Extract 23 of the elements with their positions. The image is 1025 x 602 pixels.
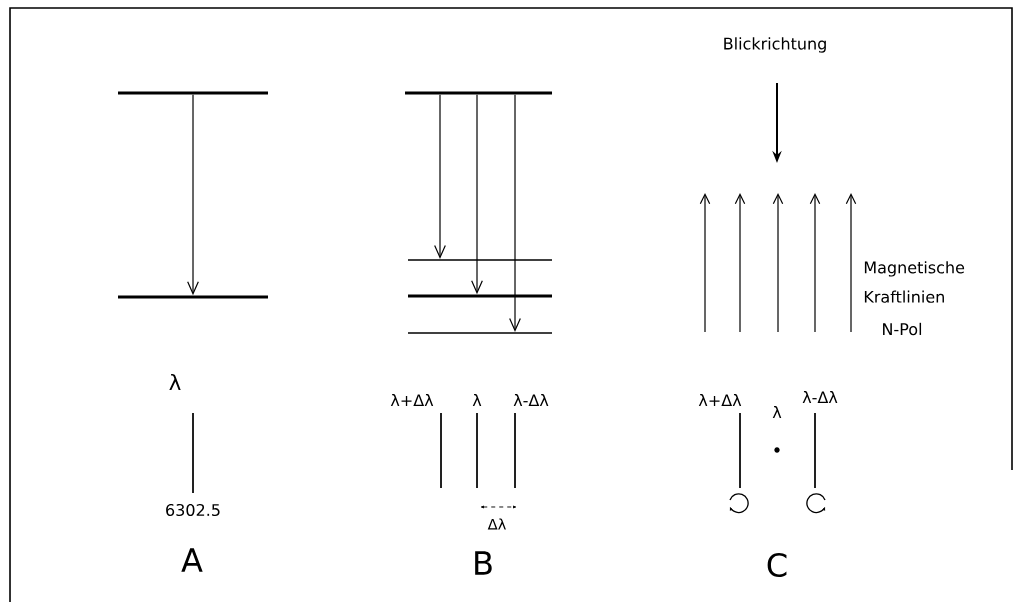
pole-label: N-Pol	[883, 322, 922, 336]
wavelength-label: λ	[169, 373, 181, 391]
transition-arrow	[509, 94, 521, 332]
panel-letter: C	[767, 552, 787, 578]
wavelength-label: λ+Δλ	[698, 393, 742, 407]
panel-letter: A	[181, 548, 203, 572]
wavelength-label: λ	[772, 405, 782, 419]
direction-label: Blickrichtung	[724, 37, 826, 53]
wavelength-label: λ-Δλ	[513, 393, 549, 407]
shift-label: Δλ	[487, 518, 506, 530]
wavelength-label: λ-Δλ	[802, 390, 838, 404]
energy-level	[405, 91, 552, 95]
energy-level	[118, 295, 268, 299]
energy-level	[408, 294, 552, 298]
wavelength-label: λ	[472, 393, 482, 407]
wavelength-label: λ+Δλ	[390, 393, 434, 407]
transition-arrow	[434, 94, 446, 259]
panel-letter: B	[475, 551, 492, 575]
wavelength-value: 6302.5	[166, 503, 220, 517]
field-line-label: Magnetische Kraftlinien	[864, 261, 965, 303]
transition-arrow	[471, 94, 483, 295]
transition-arrow	[187, 94, 199, 296]
energy-level	[118, 91, 268, 95]
